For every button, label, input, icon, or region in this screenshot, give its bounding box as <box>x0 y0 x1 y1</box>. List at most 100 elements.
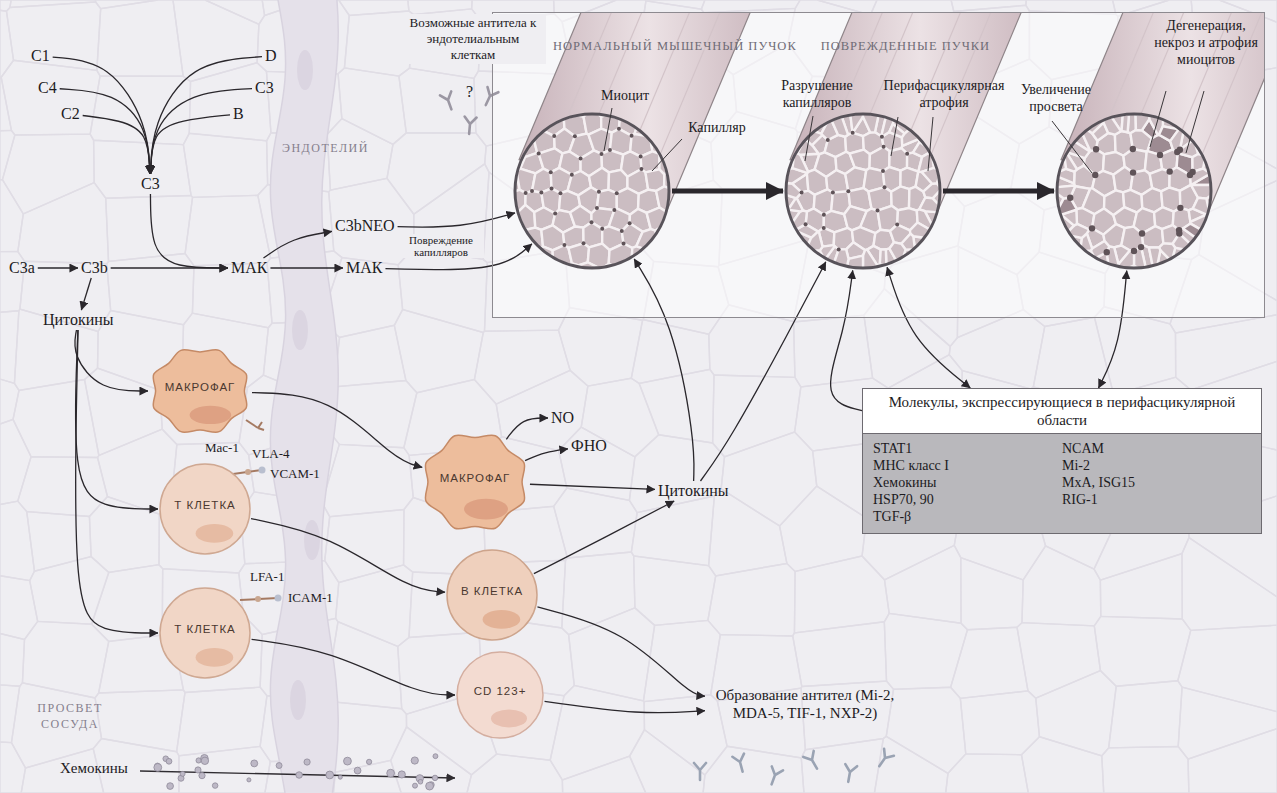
bundle-ground <box>786 114 940 268</box>
myocyte <box>516 248 538 270</box>
complement-factor: C3bNEO <box>332 216 398 236</box>
chemokine-dot <box>398 771 405 778</box>
capillary <box>582 241 586 245</box>
tissue-cell <box>1022 546 1101 626</box>
antibody-note: Образование антител (Mi-2, MDA-5, TIF-1,… <box>705 686 905 722</box>
tissue-cell <box>0 685 20 743</box>
myocyte <box>634 115 658 137</box>
connector-arrow <box>60 89 150 174</box>
myocyte <box>669 101 682 115</box>
receptor-label: Mac-1 <box>205 440 239 456</box>
myocyte <box>919 246 938 267</box>
node-label: C3 <box>255 78 274 98</box>
node-label: Цитокины <box>43 310 114 330</box>
tissue-cell <box>630 730 705 793</box>
connector-arrow <box>75 330 148 391</box>
b-cell: В КЛЕТКА <box>445 548 539 642</box>
capillary <box>826 138 830 142</box>
connector-arrow <box>537 607 705 696</box>
bundle-outline <box>786 114 940 268</box>
myocyte <box>650 127 669 154</box>
capillary <box>615 191 619 195</box>
receptor-label: VLA-4 <box>252 446 290 462</box>
tissue-cell <box>30 557 109 625</box>
box-header: Молекулы, экспрессирующиеся в перифасцик… <box>863 389 1261 434</box>
mediator-label: ФНО <box>568 436 610 456</box>
capillary <box>612 208 616 212</box>
node-label: C2 <box>61 104 80 124</box>
macrophage-cell: МАКРОФАГ <box>148 345 252 437</box>
endothelial-nucleus <box>290 680 306 720</box>
chemokine-dot <box>418 779 423 784</box>
connector-arrow <box>831 270 862 410</box>
leader-line <box>805 116 813 161</box>
capillary <box>1104 249 1110 255</box>
tissue-cell <box>90 76 190 145</box>
chemokine-dot <box>166 758 172 764</box>
myocyte <box>1210 247 1224 269</box>
antibody-icon <box>874 749 894 770</box>
myocyte <box>502 264 523 281</box>
tissue-cell <box>874 736 948 793</box>
myocyte <box>578 262 600 281</box>
tissue-cell <box>325 509 404 582</box>
muscle-fiber <box>571 12 687 181</box>
cell-label: В КЛЕТКА <box>461 585 523 597</box>
node-label: Цитокины <box>658 481 729 501</box>
myocyte <box>862 101 881 113</box>
tissue-cell <box>946 754 1029 793</box>
chemokine-dot <box>326 771 334 779</box>
myocyte <box>502 225 525 252</box>
muscle-bundle: Разрушение капилляровПерифасцикулярная а… <box>783 111 943 271</box>
callout-label: Дегенерация, некроз и атрофия миоцитов <box>1150 17 1262 68</box>
connector-arrow <box>38 267 78 268</box>
node-label: C3a <box>9 258 35 278</box>
myocyte <box>543 266 563 281</box>
connector-arrow <box>263 231 332 258</box>
dendritic-cell: CD 123+ <box>455 650 545 740</box>
tissue-cell <box>639 369 714 443</box>
capillary <box>639 155 643 159</box>
cell-label: CD 123+ <box>474 685 527 697</box>
question-mark: ? <box>466 84 473 100</box>
capillary <box>589 220 593 224</box>
tissue-cell <box>0 501 34 580</box>
myocyte <box>902 130 919 146</box>
myocyte <box>609 101 629 115</box>
myocyte <box>773 264 796 281</box>
tissue-cell <box>554 488 637 558</box>
node-label: C3 <box>141 174 160 194</box>
chemokine-dot <box>344 757 352 765</box>
capillary <box>1092 172 1098 178</box>
cell-label: Т КЛЕТКА <box>174 499 236 511</box>
tissue-cell <box>558 308 642 386</box>
capillary <box>552 134 556 138</box>
myocyte <box>1216 228 1224 249</box>
tissue-cell <box>1109 681 1182 748</box>
tissue-cell <box>1182 538 1277 631</box>
chemokine-dot <box>247 778 251 782</box>
complement-factor: МАК <box>228 258 270 278</box>
myocyte <box>637 268 659 281</box>
capillary <box>622 242 626 246</box>
capillary <box>880 135 884 139</box>
complement-factor: C4 <box>35 78 60 98</box>
capillary <box>639 167 643 171</box>
node-label: C1 <box>31 46 50 66</box>
myocyte <box>815 265 834 281</box>
chemokine-dot <box>296 772 303 779</box>
chemokine-dot <box>426 782 434 790</box>
myocyte <box>1216 112 1224 134</box>
tissue-cell <box>179 746 270 793</box>
molecule-item: MHC класс I <box>873 457 1062 474</box>
chemokine-dot <box>304 759 310 765</box>
myocyte <box>1200 266 1220 281</box>
cell-nucleus <box>196 648 234 667</box>
tissue-cell <box>27 512 91 572</box>
molecule-item: RIG-1 <box>1062 491 1251 508</box>
capillary <box>628 221 632 225</box>
t-cell: Т КЛЕТКА <box>158 586 252 680</box>
myocyte <box>949 151 953 170</box>
complement-factor: МАК <box>343 258 385 278</box>
